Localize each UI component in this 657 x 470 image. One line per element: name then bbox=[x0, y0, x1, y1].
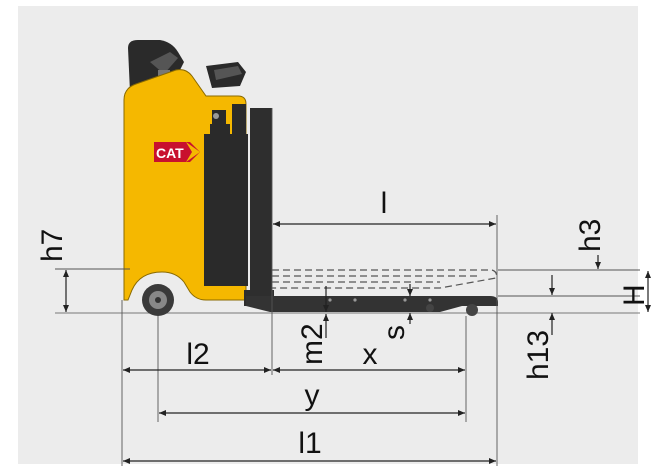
dim-h3: h3 bbox=[498, 219, 640, 271]
dim-l2: l2 bbox=[123, 338, 271, 373]
dim-h7: h7 bbox=[36, 229, 130, 312]
dim-h13: h13 bbox=[522, 275, 555, 380]
dim-l: l bbox=[271, 108, 498, 466]
background-panel bbox=[18, 6, 638, 464]
dimension-annotations: l h7 h3 H h13 m2 bbox=[36, 108, 651, 466]
label-y: y bbox=[305, 379, 320, 412]
label-s: s bbox=[378, 325, 411, 340]
logo-text: CAT bbox=[156, 145, 184, 161]
pallet-truck: CAT bbox=[123, 40, 498, 316]
dim-x: x bbox=[273, 338, 465, 373]
fork-backrest bbox=[250, 108, 272, 306]
label-m2: m2 bbox=[296, 323, 329, 365]
dim-l1: l1 bbox=[123, 427, 496, 464]
label-H: H bbox=[618, 284, 651, 306]
dim-m2: m2 bbox=[296, 286, 329, 365]
dim-H: H bbox=[498, 271, 651, 312]
label-h13: h13 bbox=[522, 330, 555, 380]
battery-panel bbox=[204, 134, 248, 286]
dim-s: s bbox=[378, 284, 413, 340]
label-h7: h7 bbox=[36, 229, 69, 262]
label-x: x bbox=[363, 338, 378, 371]
label-l2: l2 bbox=[186, 338, 209, 371]
label-l1: l1 bbox=[298, 427, 321, 460]
label-h3: h3 bbox=[574, 219, 607, 252]
fork-raised-outline bbox=[272, 269, 498, 289]
dim-y: y bbox=[159, 379, 465, 416]
drive-wheel bbox=[142, 284, 174, 316]
load-wheel bbox=[466, 304, 478, 316]
cat-logo: CAT bbox=[154, 142, 200, 162]
label-l: l bbox=[381, 187, 388, 220]
fork-lowered bbox=[246, 296, 498, 312]
